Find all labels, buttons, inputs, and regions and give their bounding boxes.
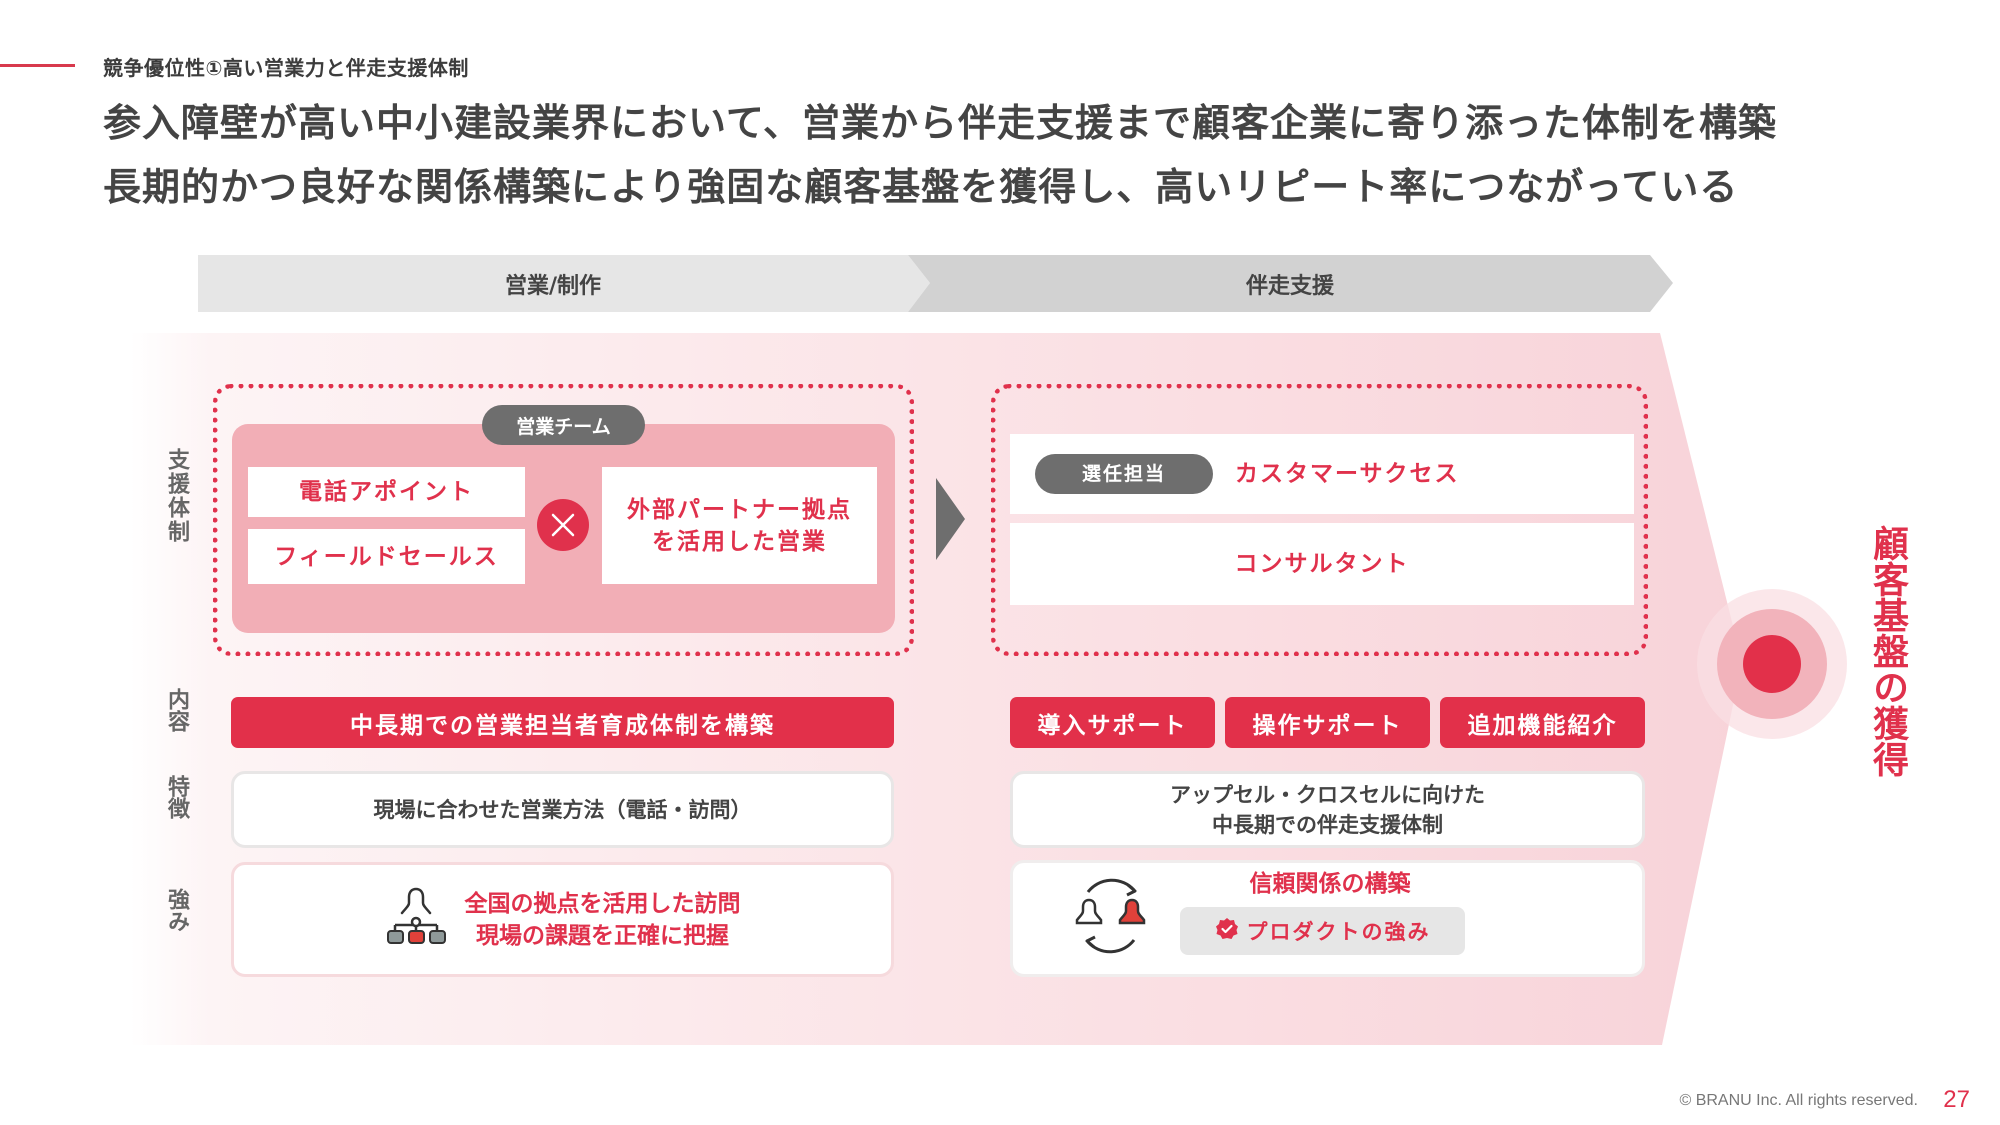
product-strength-badge: プロダクトの強み bbox=[1180, 907, 1465, 955]
row-label-text: 支援体制 bbox=[164, 448, 189, 544]
partner-sales-line2: を活用した営業 bbox=[652, 528, 827, 555]
people-exchange-icon bbox=[1072, 878, 1152, 958]
flow-arrow-icon bbox=[936, 478, 965, 560]
stage-label-sales: 営業/制作 bbox=[504, 274, 602, 299]
stage-support-chevron bbox=[908, 255, 1673, 312]
content-onboarding-support: 導入サポート bbox=[1010, 697, 1215, 748]
row-label-text: 特徴 bbox=[164, 775, 189, 819]
content-feature-introduction: 追加機能紹介 bbox=[1440, 697, 1645, 748]
assigned-badge: 選任担当 bbox=[1035, 454, 1213, 494]
right-feature-line2: 中長期での伴走支援体制 bbox=[1212, 812, 1443, 837]
right-feature-line1: アップセル・クロスセルに向けた bbox=[1170, 782, 1485, 807]
row-label-text: 強み bbox=[164, 888, 189, 932]
product-strength-label: プロダクトの強み bbox=[1246, 920, 1431, 944]
row-label-support-structure: 支援体制 bbox=[158, 448, 194, 544]
org-chart-icon bbox=[385, 885, 447, 955]
left-strength-line1: 全国の拠点を活用した訪問 bbox=[464, 890, 741, 917]
sales-team-frame bbox=[213, 384, 914, 656]
right-strength-title: 信頼関係の構築 bbox=[1249, 871, 1411, 897]
stage-sales-chevron bbox=[198, 255, 930, 312]
customer-success-row: 選任担当 カスタマーサクセス bbox=[1010, 434, 1634, 514]
left-feature-text: 現場に合わせた営業方法（電話・訪問） bbox=[373, 797, 752, 822]
goal-text: 顧客基盤の獲得 bbox=[1867, 525, 1908, 777]
page-title-line1: 参入障壁が高い中小建設業界において、営業から伴走支援まで顧客企業に寄り添った体制… bbox=[103, 101, 1777, 145]
page-title-line2: 長期的かつ良好な関係構築により強固な顧客基盤を獲得し、高いリピート率につながって… bbox=[103, 165, 1739, 209]
right-feature-card: アップセル・クロスセルに向けた 中長期での伴走支援体制 bbox=[1010, 771, 1645, 848]
content-operation-support: 操作サポート bbox=[1225, 697, 1430, 748]
partner-sales-box: 外部パートナー拠点 を活用した営業 bbox=[602, 467, 877, 584]
row-label-text: 内容 bbox=[164, 688, 189, 732]
left-strength-text: 全国の拠点を活用した訪問 現場の課題を正確に把握 bbox=[465, 888, 741, 952]
support-team-frame bbox=[991, 384, 1648, 656]
target-icon bbox=[1697, 589, 1847, 739]
field-sales-box: フィールドセールス bbox=[248, 529, 525, 584]
partner-sales-line1: 外部パートナー拠点 bbox=[627, 496, 852, 523]
customer-success-label: カスタマーサクセス bbox=[1235, 461, 1460, 487]
row-label-content: 内容 bbox=[158, 688, 194, 732]
consultant-label: コンサルタント bbox=[1234, 551, 1410, 577]
left-content-bar: 中長期での営業担当者育成体制を構築 bbox=[231, 697, 894, 748]
left-strength-line2: 現場の課題を正確に把握 bbox=[476, 922, 729, 949]
x-icon bbox=[537, 499, 589, 551]
accent-line bbox=[0, 64, 75, 67]
consultant-row: コンサルタント bbox=[1010, 523, 1634, 605]
left-feature-card: 現場に合わせた営業方法（電話・訪問） bbox=[231, 771, 894, 848]
goal-customer-base: 顧客基盤の獲得 bbox=[1862, 525, 1912, 789]
row-label-feature: 特徴 bbox=[158, 775, 194, 819]
phone-appointment-box: 電話アポイント bbox=[248, 467, 525, 517]
sales-team-badge: 営業チーム bbox=[482, 405, 645, 445]
stage-label-support: 伴走支援 bbox=[1245, 274, 1334, 299]
row-label-strength: 強み bbox=[158, 888, 194, 932]
page-number: 27 bbox=[1943, 1086, 1970, 1113]
section-subtitle: 競争優位性①高い営業力と伴走支援体制 bbox=[103, 56, 469, 80]
verified-badge-icon bbox=[1215, 917, 1239, 946]
left-strength-card: 全国の拠点を活用した訪問 現場の課題を正確に把握 bbox=[231, 862, 894, 977]
copyright: © BRANU Inc. All rights reserved. bbox=[1679, 1092, 1918, 1109]
